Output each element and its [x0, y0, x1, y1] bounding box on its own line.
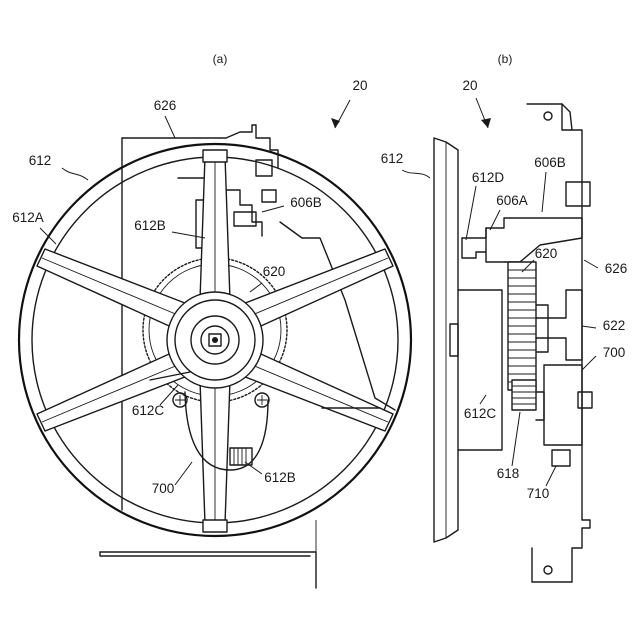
leader-620-a [250, 283, 262, 292]
label-622-b: 622 [603, 318, 626, 333]
leader-710-b [546, 466, 556, 486]
leader-606b-b [542, 172, 546, 212]
leader-606a-b [490, 210, 500, 230]
label-626-b: 626 [605, 261, 628, 276]
motor-screw-right-cross [257, 395, 267, 405]
leader-612b-lower [245, 462, 262, 474]
spoke-upper-right [240, 249, 393, 330]
arrowhead-20-a [331, 118, 340, 128]
bearing-622-collar [536, 305, 548, 352]
arrowhead-20-b [481, 118, 491, 128]
caption-a: (a) [213, 52, 228, 66]
leader-618-b [512, 412, 520, 466]
label-620-b: 620 [535, 246, 558, 261]
spoke-upper-left [37, 249, 190, 330]
leader-612-b [402, 170, 430, 178]
motor-700-side [544, 365, 582, 445]
spoke-lower-left [37, 350, 190, 431]
leader-626-a [165, 116, 175, 138]
label-620-a: 620 [263, 264, 286, 279]
spoke-lower-right [240, 350, 393, 431]
panel-a-front-view: (a) 20 626 612 612A 612B 606B 620 612C 7… [12, 52, 411, 588]
pinion-618-teeth [234, 448, 246, 465]
mount-hole-top [544, 112, 552, 120]
label-612c-b: 612C [464, 406, 497, 421]
label-20-a: 20 [352, 78, 367, 93]
panel-b-side-view: (b) 20 612 612D 606A 606B 620 626 622 70… [381, 52, 628, 582]
label-612b-upper: 612B [134, 218, 166, 233]
label-626-a: 626 [154, 98, 177, 113]
bracket-606a-606b [462, 218, 582, 262]
bracket-606a-side [486, 228, 505, 262]
label-710-b: 710 [527, 486, 550, 501]
hub-612c-side [458, 290, 502, 450]
leader-612b-upper [172, 232, 205, 238]
leader-626-b [584, 260, 598, 268]
hub-axle-center [212, 337, 218, 343]
leader-612d-b [466, 186, 476, 240]
motor-terminal [578, 392, 592, 408]
leader-606b-a [262, 206, 284, 212]
pinion-618-side [512, 380, 536, 410]
label-612c-a: 612C [132, 403, 165, 418]
chassis-plate-bottom-edge [100, 552, 316, 588]
motor-700-flange [536, 392, 544, 420]
bracket-612d-tab [462, 238, 486, 258]
caption-b: (b) [498, 52, 513, 66]
leader-700-b [582, 356, 596, 370]
leader-612-a [62, 168, 88, 180]
label-700-b: 700 [603, 345, 626, 360]
mount-hole-bottom [544, 566, 552, 574]
leader-612c-b [480, 395, 486, 404]
plate-clip [566, 182, 582, 206]
motor-screw-left-cross [175, 395, 185, 405]
label-612a-a: 612A [12, 210, 44, 225]
leader-700-a [175, 462, 192, 485]
label-612-b: 612 [381, 151, 404, 166]
label-612b-lower: 612B [264, 470, 296, 485]
label-20-b: 20 [462, 78, 477, 93]
label-612-a: 612 [29, 153, 52, 168]
bracket-tab-lower [262, 190, 276, 202]
bearing-622 [536, 290, 582, 360]
leader-622-b [582, 326, 596, 328]
label-606b-b: 606B [534, 155, 566, 170]
rim-lug-top [203, 150, 227, 162]
rim-lug-bottom [203, 520, 227, 532]
label-606b-a: 606B [290, 195, 322, 210]
label-612d-b: 612D [472, 170, 505, 185]
pinion-618-front [230, 448, 252, 465]
label-700-a: 700 [152, 481, 175, 496]
label-606a-b: 606A [496, 193, 528, 208]
motor-710-shaft-end [552, 450, 570, 466]
label-618-b: 618 [497, 466, 520, 481]
